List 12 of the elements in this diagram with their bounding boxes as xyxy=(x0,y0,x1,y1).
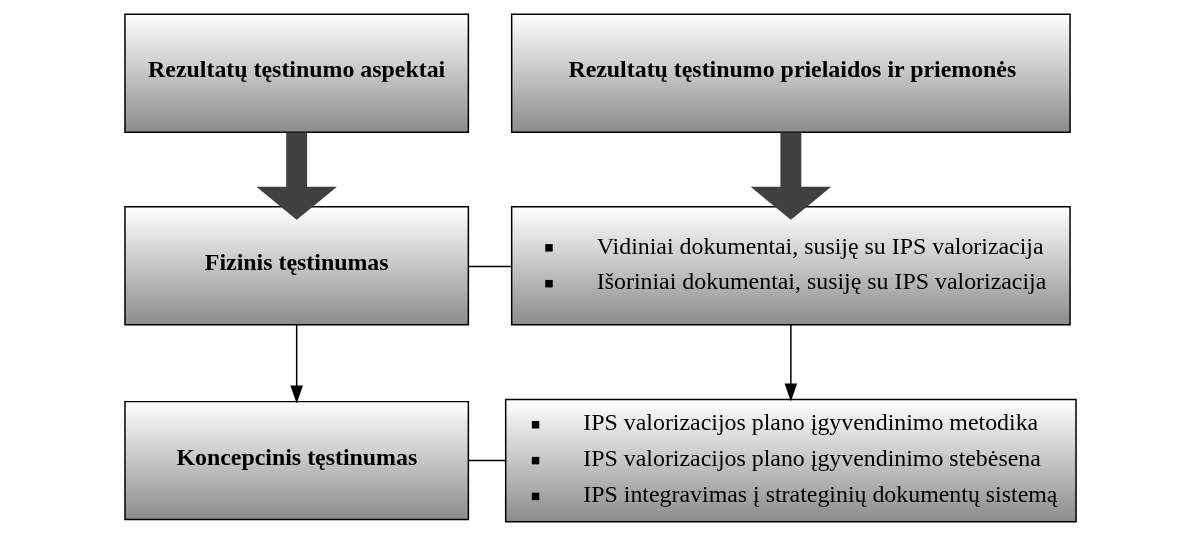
connector xyxy=(467,265,512,268)
connector xyxy=(467,459,506,462)
node-box: Rezultatų tęstinumo aspektai xyxy=(123,13,469,133)
node-box: Fizinis tęstinumas xyxy=(123,206,469,326)
arrow xyxy=(750,132,831,220)
node-box: Koncepcinis tęstinumas xyxy=(123,400,469,521)
arrow xyxy=(255,132,337,220)
node-box: Vidiniai dokumentai, susiję su IPS valorizacija Išoriniai dokumentai, susiję su IPS valorizacija xyxy=(510,206,1071,326)
arrow xyxy=(784,324,797,402)
node-box: Rezultatų tęstinumo prielaidos ir priemonės xyxy=(510,13,1071,133)
arrow xyxy=(289,324,303,404)
node-box: IPS valorizacijos plano įgyvendinimo metodika IPS valorizacijos plano įgyvendinimo stebėsena IPS integravimas į strateginių dokumentų sistemą xyxy=(504,398,1077,523)
